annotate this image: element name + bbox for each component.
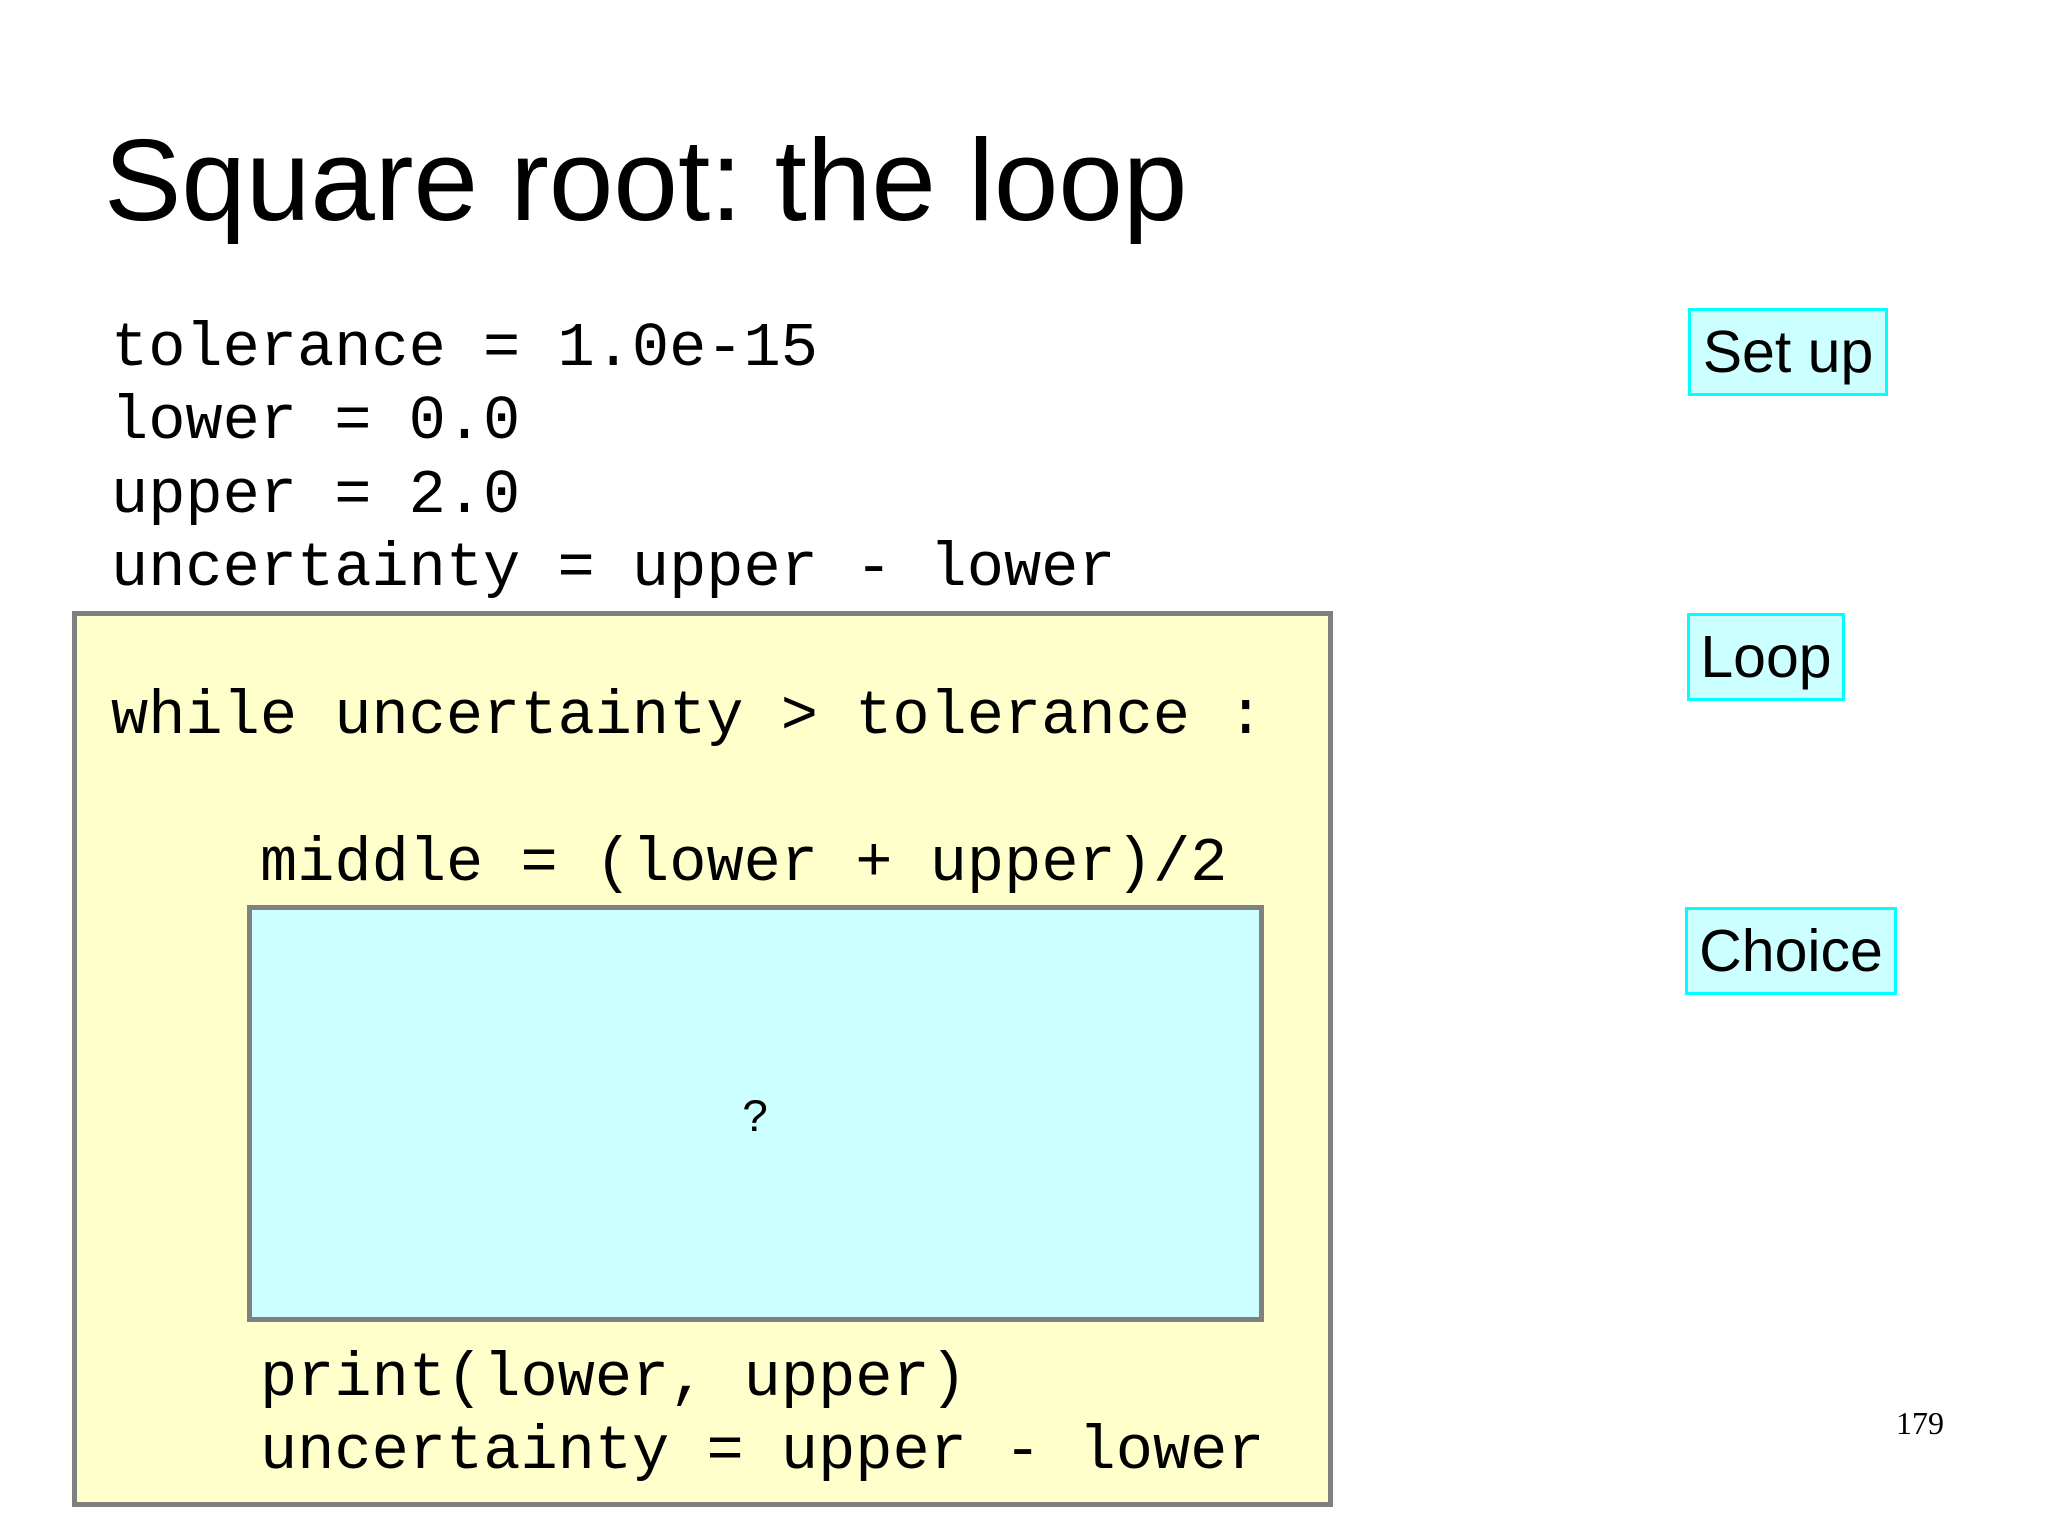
slide-title: Square root: the loop (104, 115, 1188, 245)
loop-label: Loop (1687, 613, 1845, 701)
choice-label: Choice (1685, 907, 1897, 995)
page-number: 179 (1896, 1405, 1944, 1441)
code-line-middle: middle = (lower + upper)/2 (260, 828, 1228, 899)
choice-block (247, 905, 1264, 1322)
code-line-tolerance: tolerance = 1.0e-15 (111, 313, 818, 384)
code-line-lower: lower = 0.0 (111, 386, 521, 457)
choice-placeholder: ? (742, 1093, 770, 1145)
code-line-uncertainty: uncertainty = upper - lower (111, 533, 1116, 604)
code-line-uncertainty-update: uncertainty = upper - lower (260, 1416, 1265, 1487)
setup-label: Set up (1688, 308, 1888, 396)
code-line-print: print(lower, upper) (260, 1343, 967, 1414)
code-line-upper: upper = 2.0 (111, 460, 521, 531)
code-line-while: while uncertainty > tolerance : (111, 681, 1265, 752)
